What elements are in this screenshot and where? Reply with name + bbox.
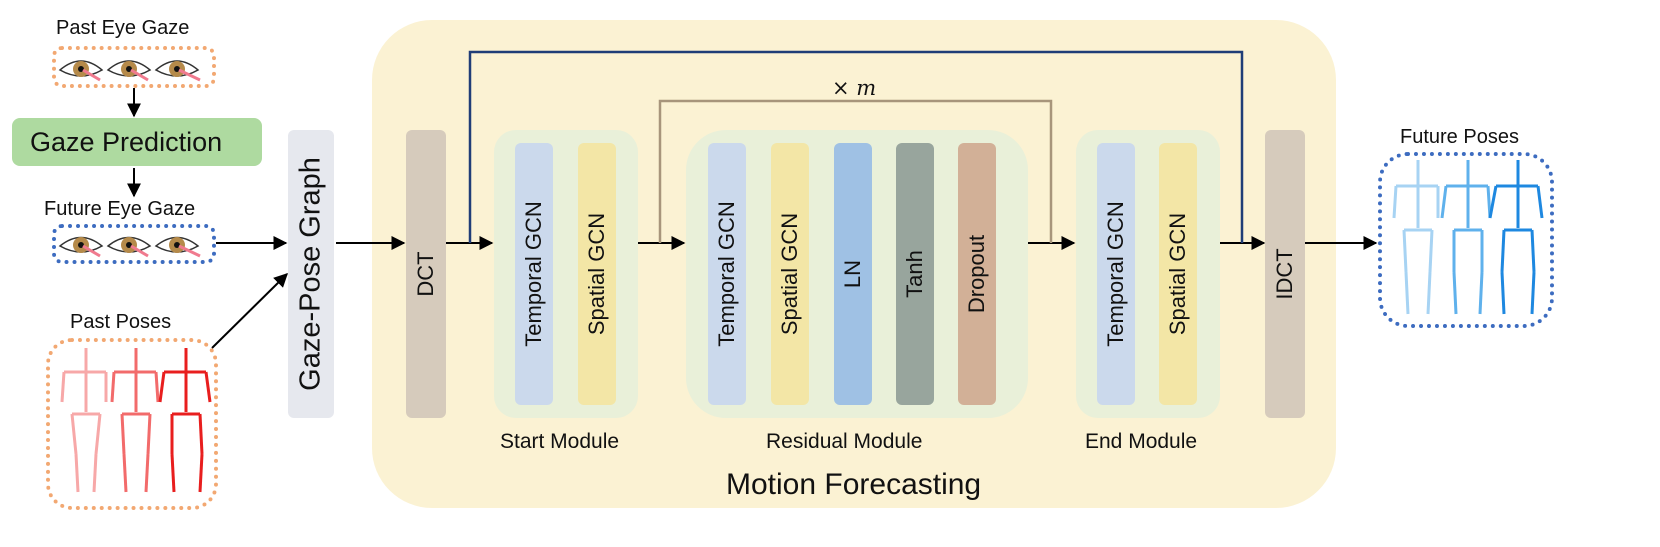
ln-block	[834, 143, 872, 405]
dct-box	[406, 130, 446, 418]
gaze-prediction-label: Gaze Prediction	[30, 127, 223, 157]
skeleton-figure	[1392, 160, 1440, 315]
residual-temporal-gcn-label: Temporal GCN	[714, 201, 739, 347]
skeleton-figure	[60, 348, 108, 493]
eye-icon	[154, 60, 201, 82]
skeleton-figure	[1440, 160, 1492, 315]
eye-icon	[106, 60, 152, 82]
inner-skip-connection	[658, 99, 1053, 243]
residual-spatial-gcn-block	[771, 143, 809, 405]
skeleton-figure	[158, 348, 212, 493]
eye-icon	[154, 236, 201, 258]
arrow-past-poses-to-graph	[211, 273, 288, 349]
future-eye-gaze-label: Future Eye Gaze	[44, 198, 196, 220]
eye-icon	[58, 236, 104, 258]
past-eye-gaze-box	[52, 46, 216, 88]
past-poses-box	[46, 338, 218, 510]
residual-module-name: Residual Module	[766, 430, 923, 453]
tanh-block	[896, 143, 934, 405]
ln-label: LN	[840, 259, 865, 289]
eye-icon	[58, 60, 104, 82]
dct-label: DCT	[413, 251, 438, 297]
end-spatial-gcn-label: Spatial GCN	[1165, 212, 1190, 336]
past-eye-icons	[58, 60, 201, 82]
end-temporal-gcn-block	[1097, 143, 1135, 405]
future-eye-gaze-box	[52, 224, 216, 264]
dropout-label: Dropout	[964, 234, 989, 314]
idct-box	[1265, 130, 1305, 418]
future-poses-label: Future Poses	[1400, 126, 1519, 148]
outer-skip-connection	[468, 50, 1244, 243]
past-eye-gaze-label: Past Eye Gaze	[56, 17, 190, 39]
start-temporal-gcn-label: Temporal GCN	[521, 201, 546, 347]
repeat-label: × m	[832, 76, 877, 100]
residual-spatial-gcn-label: Spatial GCN	[777, 212, 802, 336]
residual-temporal-gcn-block	[708, 143, 746, 405]
start-spatial-gcn-label: Spatial GCN	[584, 212, 609, 336]
eye-icon	[106, 236, 152, 258]
tanh-label: Tanh	[902, 250, 927, 298]
gaze-pose-graph-box	[288, 130, 334, 418]
end-spatial-gcn-block	[1159, 143, 1197, 405]
end-module-name: End Module	[1085, 430, 1198, 453]
start-spatial-gcn-block	[578, 143, 616, 405]
past-poses-skeletons	[60, 348, 212, 493]
start-module-name: Start Module	[500, 430, 620, 453]
future-poses-box	[1378, 152, 1554, 328]
future-poses-skeletons	[1392, 160, 1544, 315]
dropout-block	[958, 143, 996, 405]
past-poses-label: Past Poses	[70, 311, 172, 333]
start-temporal-gcn-block	[515, 143, 553, 405]
gaze-pose-graph-label: Gaze-Pose Graph	[294, 157, 327, 391]
idct-label: IDCT	[1272, 248, 1297, 300]
gaze-prediction-box	[12, 118, 262, 166]
skeleton-figure	[110, 348, 160, 493]
future-eye-icons	[58, 236, 201, 258]
skeleton-figure	[1488, 160, 1544, 315]
motion-forecasting-title: Motion Forecasting	[726, 468, 982, 501]
end-temporal-gcn-label: Temporal GCN	[1103, 201, 1128, 347]
